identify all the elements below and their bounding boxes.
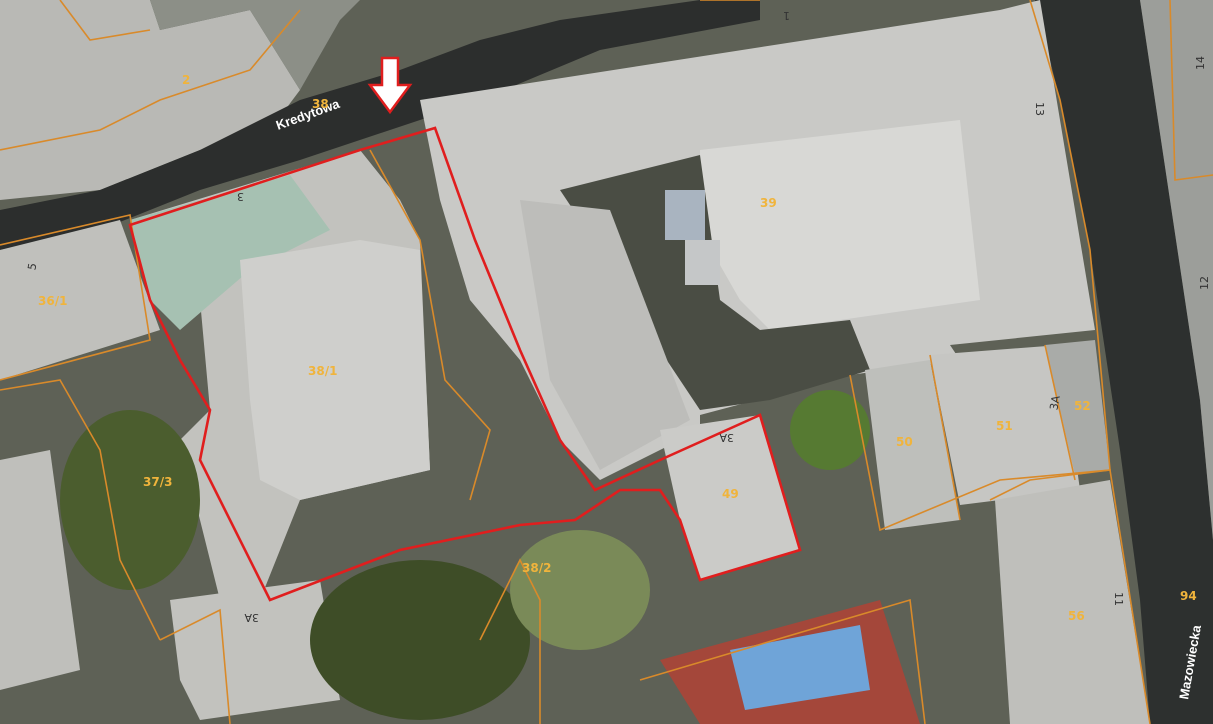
house-number: 3A [244, 611, 259, 624]
parcel-label: 37/3 [143, 475, 172, 489]
parcel-label: 49 [722, 487, 739, 501]
house-number: 3A [719, 431, 734, 444]
roof-building-51 [930, 345, 1080, 505]
parcel-label: 36/1 [38, 294, 67, 308]
parcel-label: 51 [996, 419, 1013, 433]
house-number: 12 [1198, 276, 1211, 290]
roof-building-52 [1045, 340, 1110, 475]
house-number: 3 [237, 190, 244, 203]
parcel-label: 50 [896, 435, 913, 449]
roof-green [130, 175, 330, 330]
roof-building [170, 580, 340, 720]
street-mazowiecka [1035, 0, 1213, 724]
roof-building-36-1 [0, 220, 160, 380]
parcel-label: 38/2 [522, 561, 551, 575]
house-number: 11 [1112, 592, 1125, 606]
roof-building-50 [865, 360, 960, 530]
roof-building [150, 0, 360, 90]
parcel-label: 56 [1068, 609, 1085, 623]
street-kredytowa [0, 0, 760, 250]
roof-building [240, 240, 430, 500]
house-number: 5 [25, 262, 39, 271]
house-number: 3A [1047, 394, 1062, 411]
parcel-label: 94 [1180, 589, 1197, 603]
roof-building-56 [995, 480, 1150, 724]
truck-roof [685, 240, 720, 285]
roof-building-39 [700, 120, 980, 330]
parcel-label: 38 [312, 97, 329, 111]
trees [310, 560, 530, 720]
roof-wing [520, 200, 690, 470]
location-arrow-icon [367, 56, 413, 115]
highlighted-parcel-boundary[interactable] [128, 126, 802, 602]
roof-building [0, 450, 80, 690]
parcel-label: 39 [760, 196, 777, 210]
house-number: 1 [783, 9, 790, 22]
roof-building [0, 0, 300, 200]
trees [790, 390, 870, 470]
sports-court-surface [730, 625, 870, 710]
trees [510, 530, 650, 650]
parcel-label: 2 [182, 73, 190, 87]
truck-roof [665, 190, 705, 240]
house-number: 14 [1194, 56, 1207, 70]
parcel-label: 38/1 [308, 364, 337, 378]
sidewalk [1140, 0, 1213, 540]
house-number: 13 [1033, 102, 1046, 116]
trees [60, 410, 200, 590]
parcel-label: 52 [1074, 399, 1091, 413]
roof-building-49 [660, 415, 800, 580]
